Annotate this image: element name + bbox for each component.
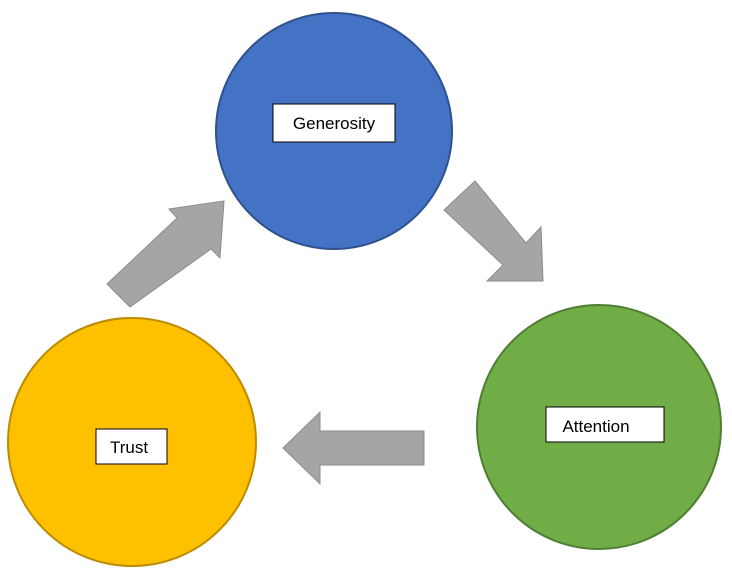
node-trust: Trust [7, 317, 257, 567]
node-generosity: Generosity [215, 12, 453, 250]
arrow-generosity-to-attention [443, 180, 544, 282]
attention-label: Attention [562, 417, 629, 436]
node-attention: Attention [476, 304, 722, 550]
attention-label-box [545, 406, 665, 443]
arrow-attention-to-trust [282, 410, 425, 486]
generosity-label-box [272, 103, 396, 143]
generosity-label: Generosity [293, 114, 376, 133]
trust-label-box [95, 428, 168, 465]
arrow-trust-to-generosity [106, 200, 225, 308]
trust-label: Trust [110, 438, 148, 457]
